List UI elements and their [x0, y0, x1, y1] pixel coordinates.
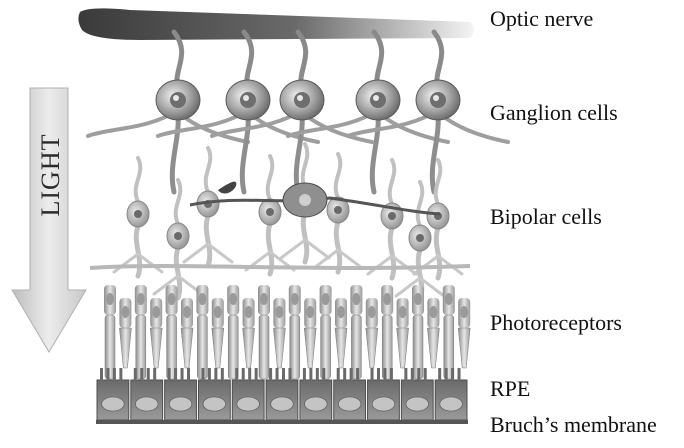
- rpe-cell: [131, 368, 163, 420]
- rod-cell: [135, 285, 147, 379]
- rod-cell: [320, 285, 332, 379]
- rod-cell: [196, 285, 208, 379]
- rod-cell: [227, 285, 239, 379]
- rod-cell: [381, 285, 393, 379]
- rod-cell: [443, 285, 455, 379]
- ganglion-cells-label: Ganglion cells: [490, 100, 618, 126]
- rpe-cell: [198, 368, 230, 420]
- cone-cell: [427, 298, 439, 368]
- rod-cell: [289, 285, 301, 379]
- rpe-label: RPE: [490, 376, 530, 402]
- cone-cell: [181, 298, 193, 368]
- rpe-cell: [435, 368, 467, 420]
- outer-plexiform-line: [90, 266, 470, 268]
- cone-cell: [397, 298, 409, 368]
- ganglion-cell-layer: [88, 32, 508, 192]
- rod-cell: [258, 285, 270, 379]
- rpe-cell: [97, 368, 129, 420]
- bruchs-membrane: [96, 420, 468, 424]
- rod-cell: [166, 285, 178, 379]
- rpe-layer: [97, 368, 467, 420]
- cone-cell: [119, 298, 131, 368]
- cone-cell: [273, 298, 285, 368]
- ganglion-cell: [88, 32, 248, 192]
- cone-cell: [458, 298, 470, 368]
- bipolar-cell: [414, 160, 462, 278]
- bruchs-membrane-label: Bruch’s membrane: [490, 412, 657, 438]
- rod-cell: [350, 285, 362, 379]
- optic-nerve-label: Optic nerve: [490, 6, 593, 32]
- rpe-cell: [401, 368, 433, 420]
- rod-cell: [104, 285, 116, 379]
- bipolar-cell: [314, 154, 362, 272]
- cone-cell: [366, 298, 378, 368]
- light-arrow-label: LIGHT: [36, 120, 66, 230]
- cone-cell: [212, 298, 224, 368]
- bipolar-cell: [368, 160, 416, 278]
- cone-cell: [150, 298, 162, 368]
- rpe-cell: [165, 368, 197, 420]
- cone-cell: [304, 298, 316, 368]
- cone-cell: [335, 298, 347, 368]
- bipolar-cell: [114, 158, 162, 276]
- rod-cell: [412, 285, 424, 379]
- photoreceptor-layer: [104, 285, 470, 379]
- bipolar-cell-layer: [90, 144, 470, 300]
- bipolar-cells-label: Bipolar cells: [490, 204, 602, 230]
- bipolar-cell: [184, 148, 232, 266]
- bipolar-cell: [154, 180, 202, 298]
- photoreceptors-label: Photoreceptors: [490, 310, 622, 336]
- cone-cell: [243, 298, 255, 368]
- bipolar-cell: [246, 156, 294, 274]
- optic-nerve: [78, 8, 474, 40]
